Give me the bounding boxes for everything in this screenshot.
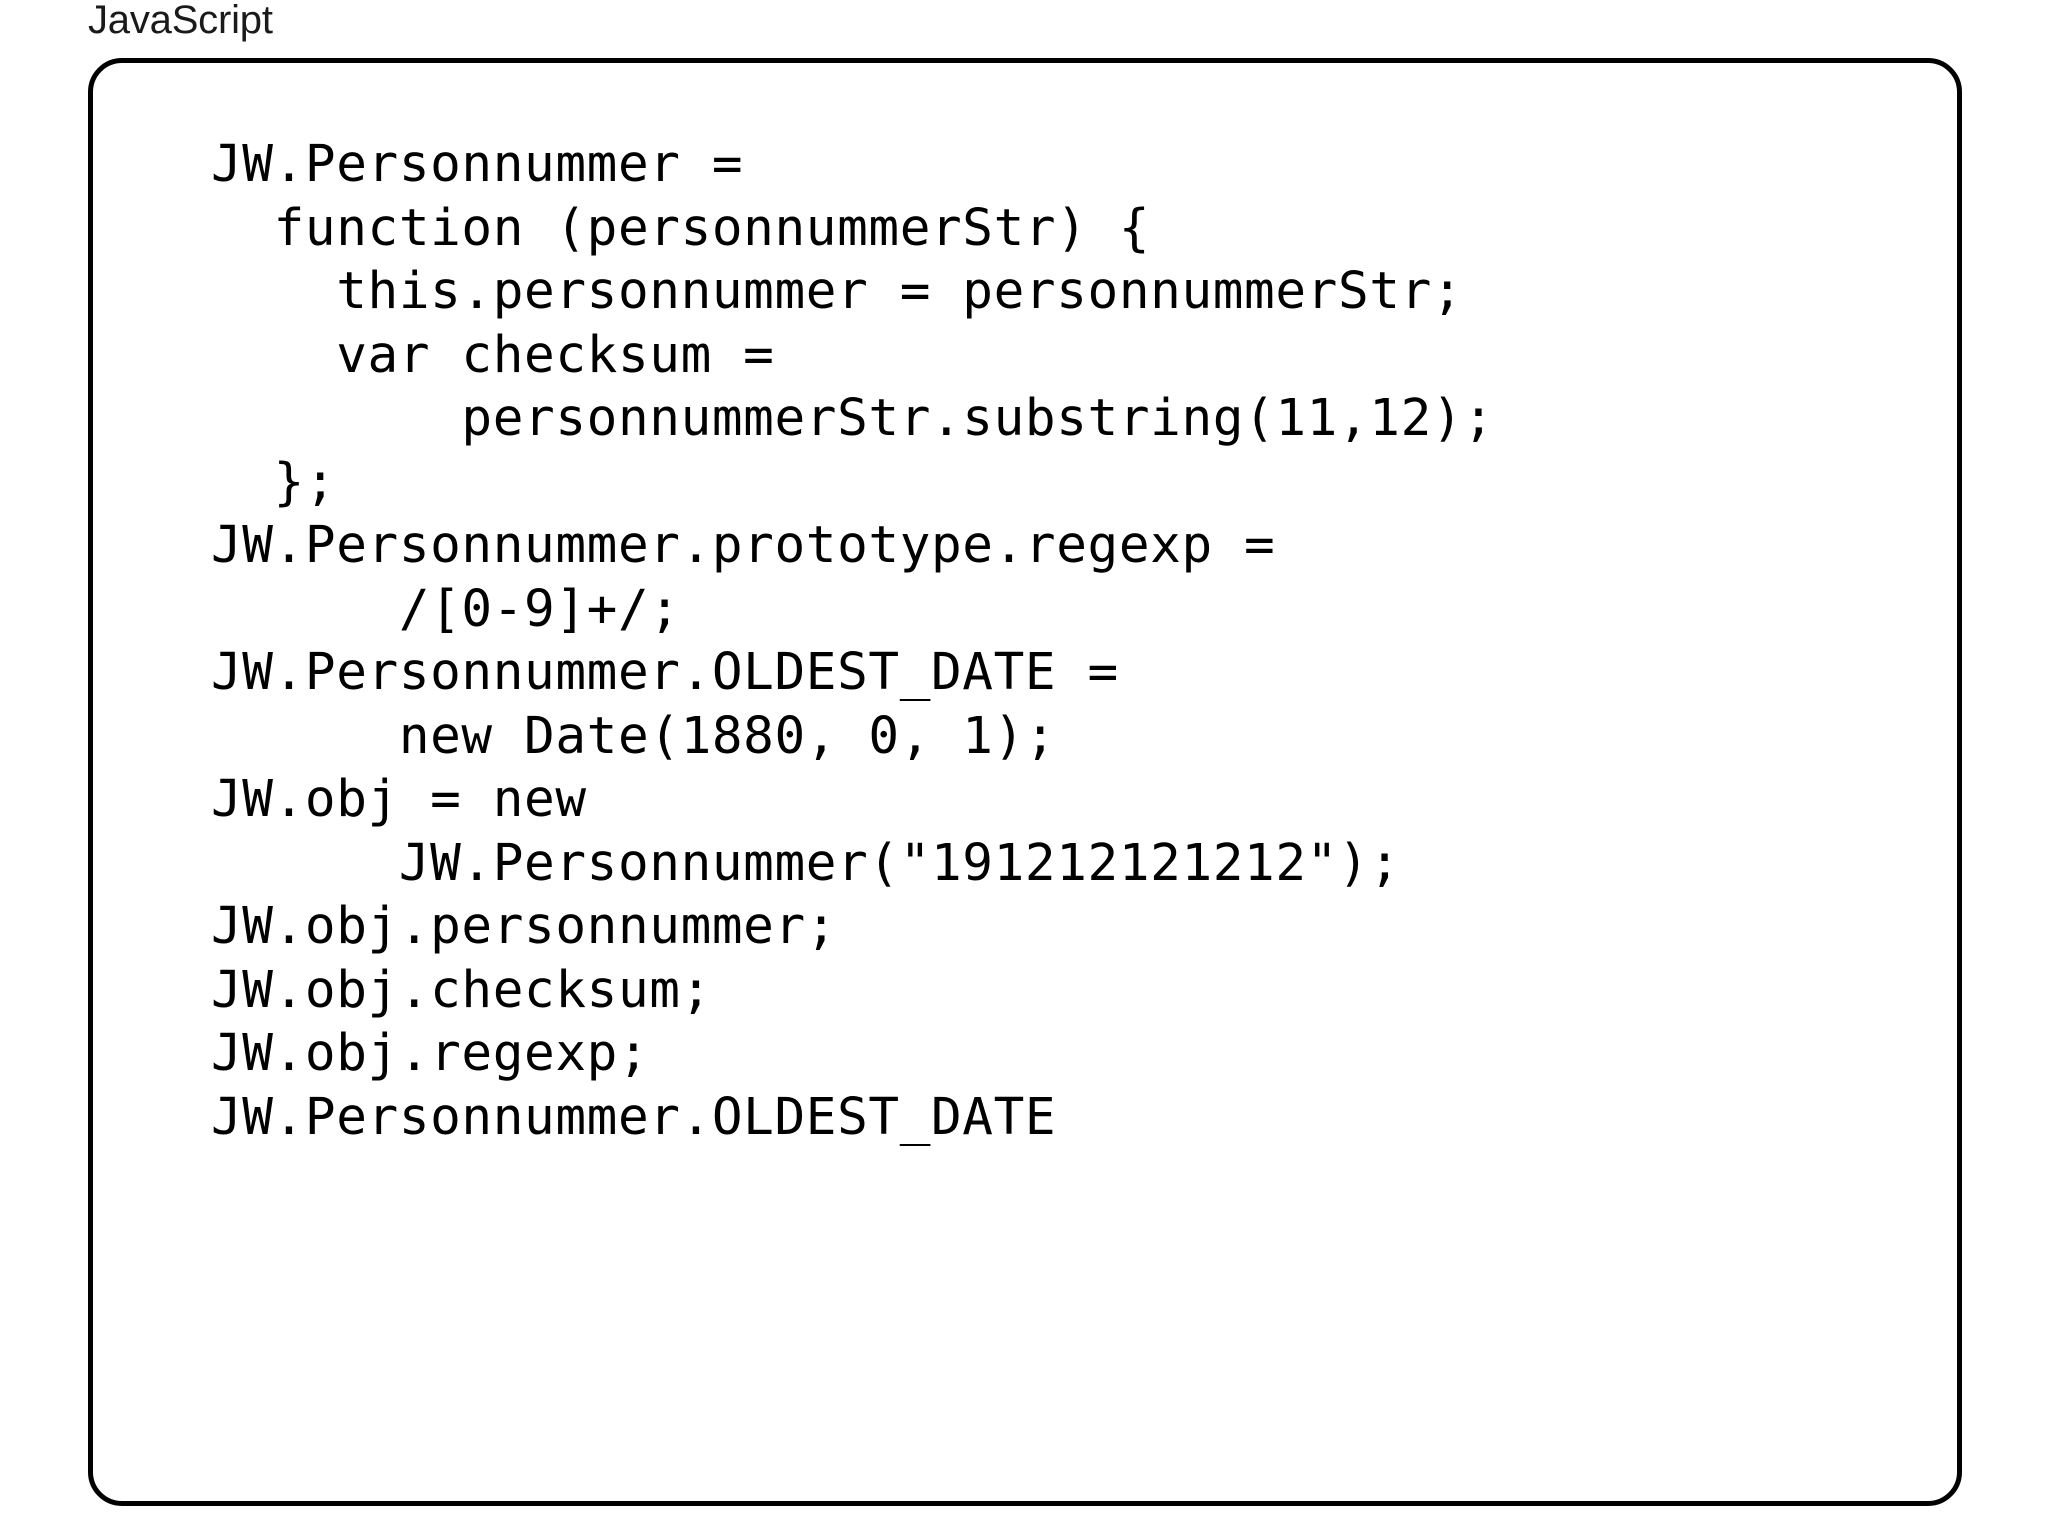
code-line: JW.Personnummer = — [211, 135, 744, 194]
code-line: JW.Personnummer.OLDEST_DATE = — [211, 643, 1119, 702]
code-line: function (personnummerStr) { — [211, 198, 1151, 258]
code-line: /[0-9]+/; — [211, 579, 681, 639]
code-line: JW.obj.personnummer; — [211, 897, 838, 956]
code-line: JW.Personnummer.OLDEST_DATE — [211, 1087, 1057, 1147]
code-line: personnummerStr.substring(11,12); — [211, 389, 1495, 448]
code-line: }; — [211, 452, 337, 512]
code-line: new Date(1880, 0, 1); — [211, 706, 1057, 766]
code-line: JW.obj = new — [211, 770, 587, 829]
code-line: JW.obj.checksum; — [211, 960, 712, 1020]
code-line: this.personnummer = personnummerStr; — [211, 262, 1464, 321]
code-line: JW.Personnummer.prototype.regexp = — [211, 516, 1276, 575]
code-frame: JW.Personnummer = function (personnummer… — [88, 58, 1962, 1506]
language-label: JavaScript — [88, 0, 273, 42]
code-line: JW.obj.regexp; — [211, 1024, 650, 1083]
code-line: var checksum = — [211, 325, 775, 385]
code-block: JW.Personnummer = function (personnummer… — [211, 133, 2041, 1149]
code-line: JW.Personnummer("191212121212"); — [211, 833, 1401, 893]
